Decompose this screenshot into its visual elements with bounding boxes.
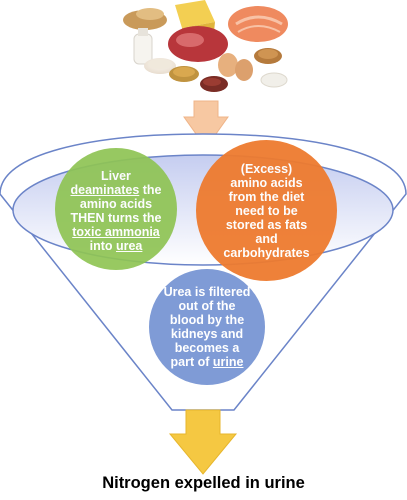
excess-amino-acids-bubble: (Excess) amino acids from the diet need … — [196, 140, 337, 281]
excess-text-line: (Excess) — [240, 161, 293, 176]
urea-text-line: kidneys and — [170, 327, 244, 341]
urea-text-line: out of the — [178, 299, 236, 313]
urea-text-line: part of — [170, 355, 213, 369]
bottom-arrow — [168, 409, 238, 475]
liver-text-line: Liver — [101, 169, 131, 183]
urine-term: urine — [212, 355, 244, 369]
urea-term: urea — [115, 239, 143, 253]
liver-text-line: the — [139, 183, 162, 197]
excess-text-line: carbohydrates — [223, 245, 310, 260]
excess-text-line: stored as fats — [225, 217, 308, 232]
liver-bubble: Liver deaminates the amino acids THEN tu… — [55, 148, 177, 270]
liver-text-line: amino acids — [79, 197, 153, 211]
liver-text-line: THEN turns the — [70, 211, 162, 225]
excess-text-line: from the diet — [228, 189, 305, 204]
excess-text-line: need to be — [235, 203, 298, 218]
caption: Nitrogen expelled in urine — [102, 474, 305, 492]
liver-text-line: into — [89, 239, 116, 253]
urea-text-line: Urea is filtered — [163, 285, 251, 299]
urea-filtered-bubble: Urea is filtered out of the blood by the… — [149, 269, 265, 385]
excess-text-line: amino acids — [230, 175, 303, 190]
urea-text-line: becomes a — [174, 341, 240, 355]
urea-text-line: blood by the — [169, 313, 245, 327]
top-arrow — [183, 100, 229, 149]
excess-text-line: and — [255, 231, 278, 246]
toxic-ammonia-term: toxic ammonia — [72, 225, 160, 239]
protein-foods-image — [123, 0, 288, 92]
deaminates-term: deaminates — [70, 183, 140, 197]
